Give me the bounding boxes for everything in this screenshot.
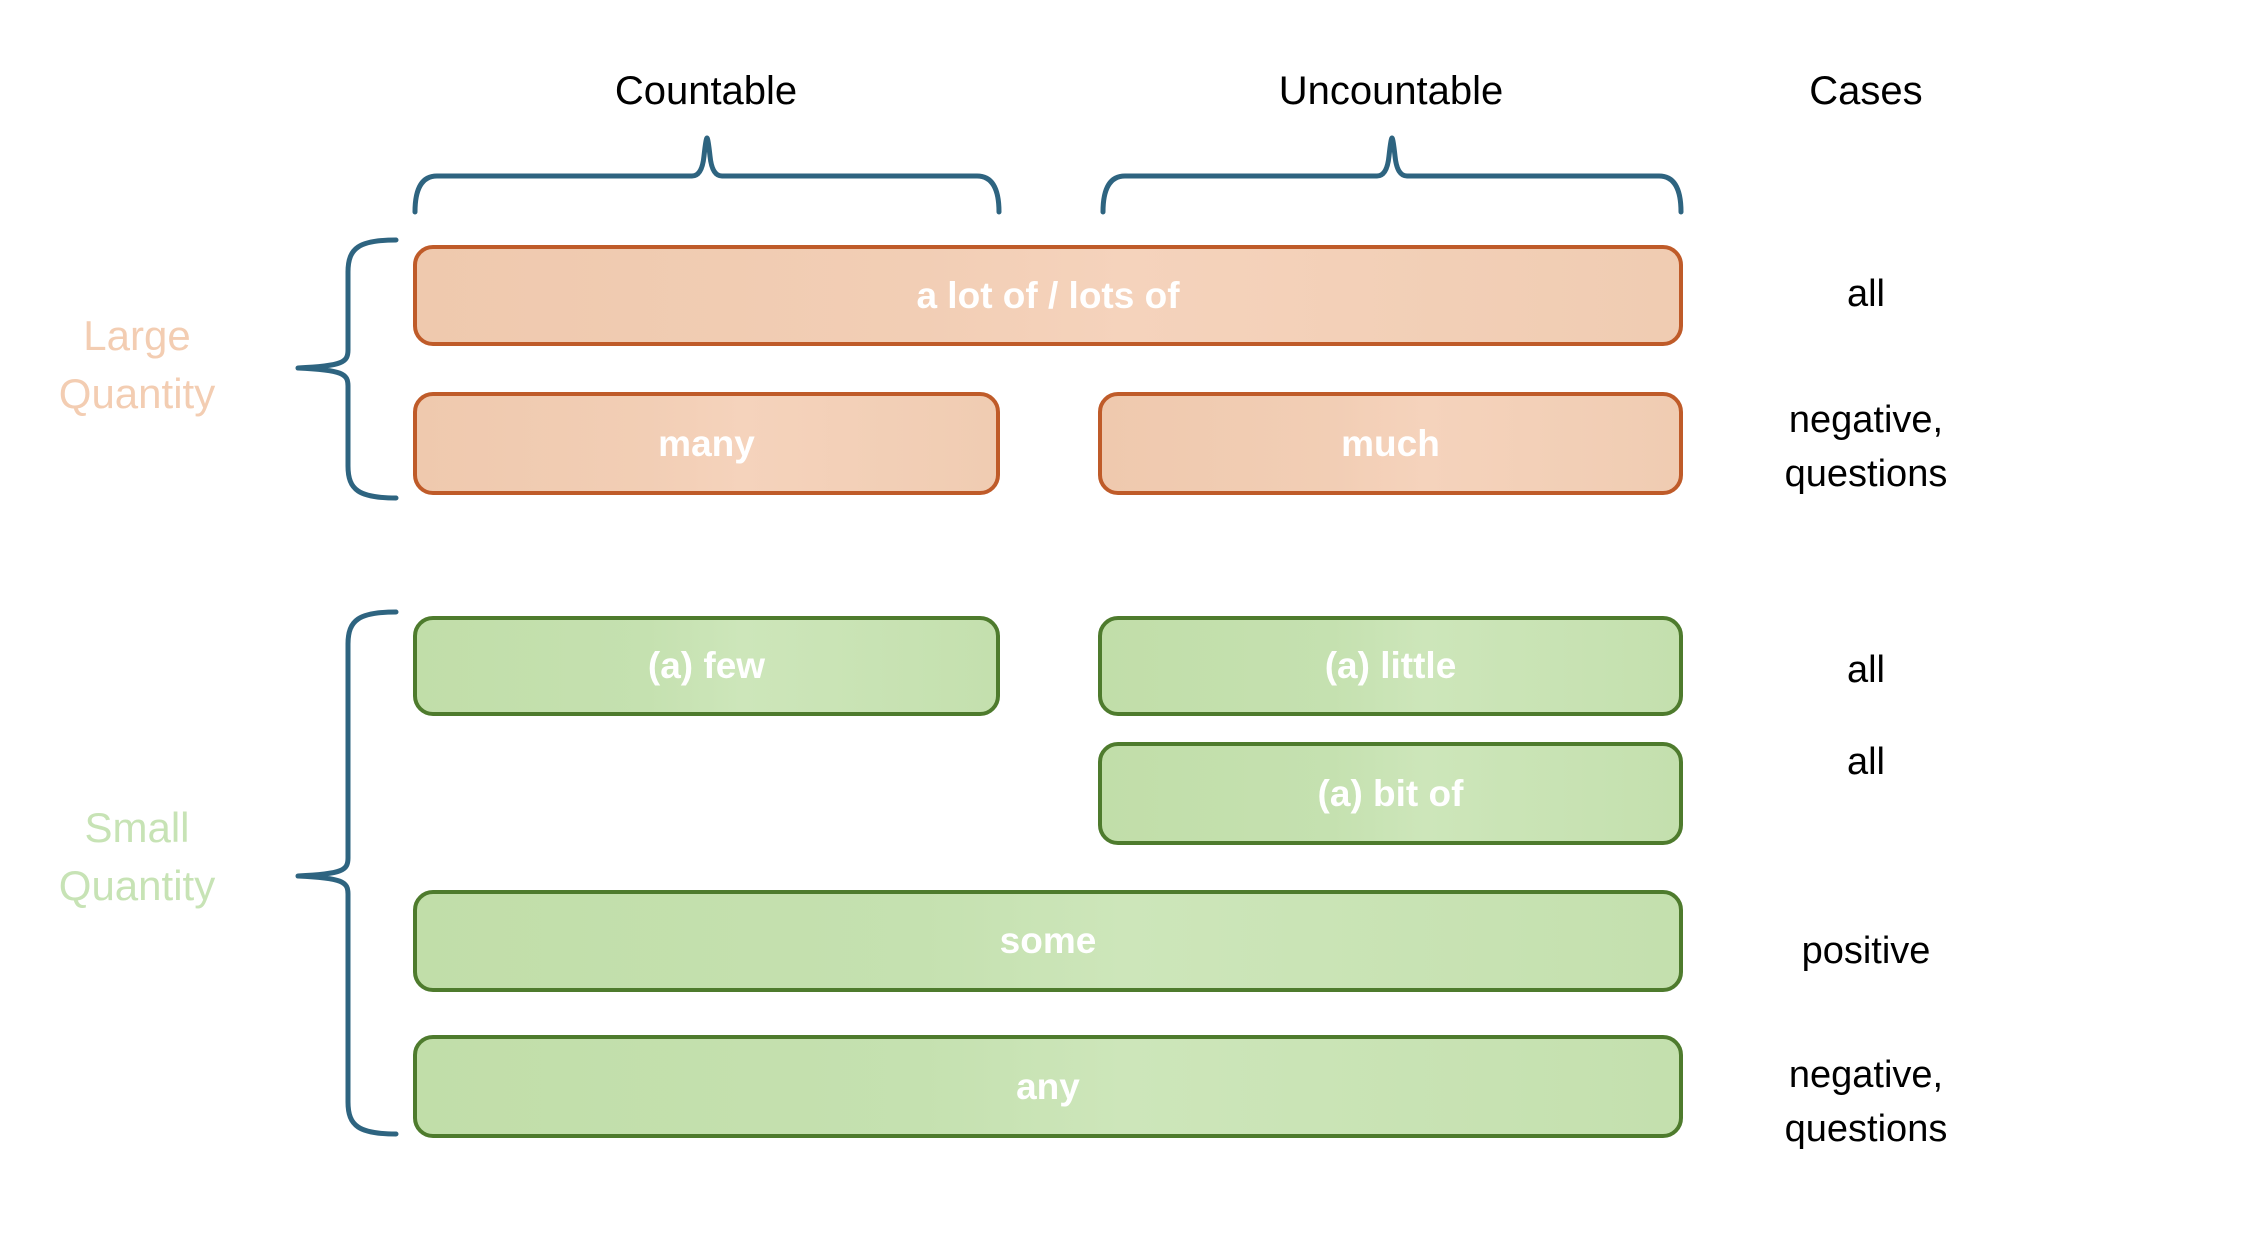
large-quantity-label: Large Quantity	[17, 307, 257, 423]
box-a-lot-of: a lot of / lots of	[413, 245, 1683, 346]
box-any-label: any	[1016, 1065, 1080, 1107]
case-label-many-much-line2: questions	[1784, 453, 1948, 495]
cases-column-header: Cases	[1809, 69, 1923, 113]
case-label-a-bit-of-line1: all	[1846, 741, 1886, 783]
case-label-a-few-a-little-line1: all	[1846, 649, 1886, 691]
large-quantity-label-line2: Quantity	[58, 370, 216, 417]
large-quantity-label-line1: Large	[83, 312, 191, 359]
large-quantity-brace-icon	[295, 237, 399, 501]
case-label-any-line1: negative,	[1788, 1054, 1944, 1096]
countable-column-header: Countable	[614, 69, 798, 113]
box-a-few-label: (a) few	[647, 645, 766, 686]
box-any: any	[413, 1035, 1683, 1138]
small-quantity-label: Small Quantity	[17, 799, 257, 915]
box-a-little: (a) little	[1098, 616, 1683, 716]
case-label-a-few-a-little: all	[1700, 643, 2032, 697]
box-a-bit-of-label: (a) bit of	[1317, 772, 1464, 814]
case-label-a-lot-of-line1: all	[1846, 273, 1886, 315]
small-quantity-brace-icon	[295, 609, 399, 1137]
case-label-some: positive	[1700, 924, 2032, 978]
case-label-some-line1: positive	[1801, 930, 1931, 972]
case-label-a-bit-of: all	[1700, 735, 2032, 789]
case-label-many-much-line1: negative,	[1788, 399, 1944, 441]
case-label-any: negative, questions	[1700, 1048, 2032, 1156]
box-many-label: many	[658, 422, 755, 464]
box-some-label: some	[999, 920, 1097, 961]
uncountable-brace-icon	[1100, 135, 1684, 215]
case-label-any-line2: questions	[1784, 1108, 1948, 1150]
box-much: much	[1098, 392, 1683, 495]
case-label-many-much: negative, questions	[1700, 393, 2032, 501]
box-much-label: much	[1341, 422, 1440, 464]
countable-brace-icon	[412, 135, 1002, 215]
small-quantity-label-line1: Small	[84, 804, 190, 851]
box-a-little-label: (a) little	[1324, 645, 1457, 686]
small-quantity-label-line2: Quantity	[58, 862, 216, 909]
box-a-lot-of-label: a lot of / lots of	[916, 274, 1180, 316]
box-a-few: (a) few	[413, 616, 1000, 716]
uncountable-column-header: Uncountable	[1278, 69, 1504, 113]
box-some: some	[413, 890, 1683, 992]
box-many: many	[413, 392, 1000, 495]
box-a-bit-of: (a) bit of	[1098, 742, 1683, 845]
case-label-a-lot-of: all	[1700, 267, 2032, 321]
